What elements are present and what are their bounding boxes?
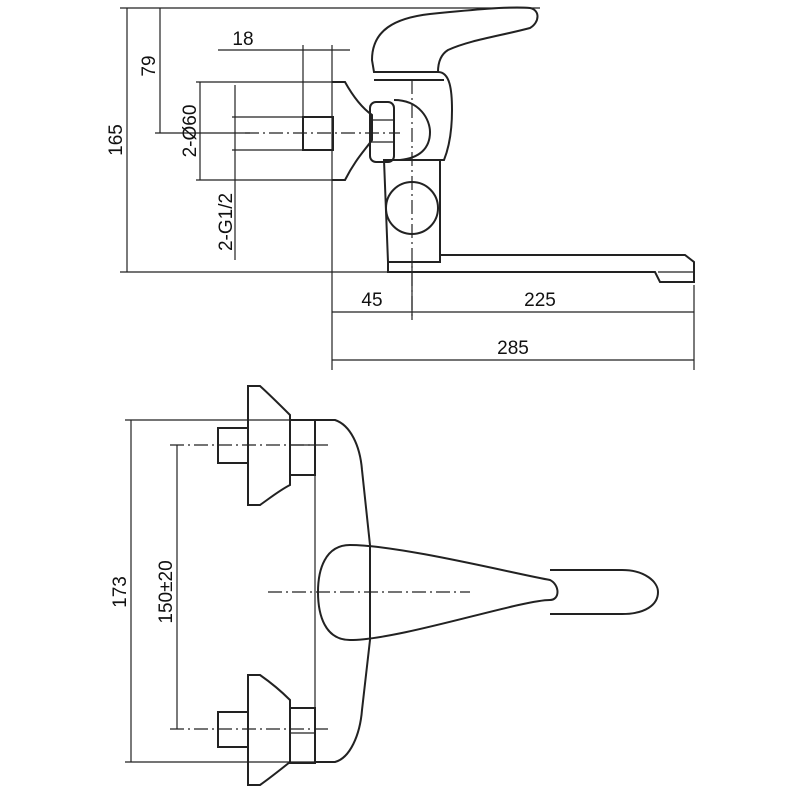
dim-text-flange-diameter: 2-Ø60: [180, 105, 201, 158]
handle-lever: [370, 6, 539, 73]
connector-arc: [393, 99, 432, 161]
dim-text-79: 79: [139, 55, 160, 76]
dimension-thread: 2-G1/2: [216, 85, 306, 260]
spout: [387, 254, 695, 283]
dim-text-45: 45: [361, 290, 382, 311]
dimension-165: 165: [106, 7, 540, 273]
dim-text-165: 165: [106, 124, 127, 156]
side-view: 165 79 18 2-Ø60 2-G1/2: [106, 6, 695, 370]
dimension-79: 79: [139, 8, 250, 134]
dim-text-150: 150±20: [156, 560, 177, 623]
dimension-150: 150±20: [156, 445, 178, 729]
dim-text-thread: 2-G1/2: [216, 193, 237, 251]
top-view: 173 150±20: [110, 385, 660, 786]
dimension-18: 18: [218, 29, 350, 117]
dimension-45-225: 45 225: [332, 262, 695, 370]
lower-hex-nut: [289, 707, 316, 764]
dim-text-173: 173: [110, 576, 131, 608]
hex-nut: [369, 101, 395, 163]
upper-flange: [247, 385, 291, 506]
wall-flange: [332, 81, 373, 181]
top-body-outline: [315, 419, 371, 763]
dim-text-18: 18: [232, 29, 253, 50]
lower-flange: [247, 674, 291, 786]
dim-text-225: 225: [524, 290, 556, 311]
dimension-285: 285: [332, 338, 694, 361]
cartridge-body: [374, 71, 454, 161]
top-spout: [550, 569, 660, 615]
lower-body: [382, 159, 441, 263]
upper-hex-nut: [289, 419, 316, 476]
dimension-173: 173: [110, 419, 320, 763]
dim-text-285: 285: [497, 338, 529, 359]
dimension-flange-diameter: 2-Ø60: [180, 81, 336, 181]
